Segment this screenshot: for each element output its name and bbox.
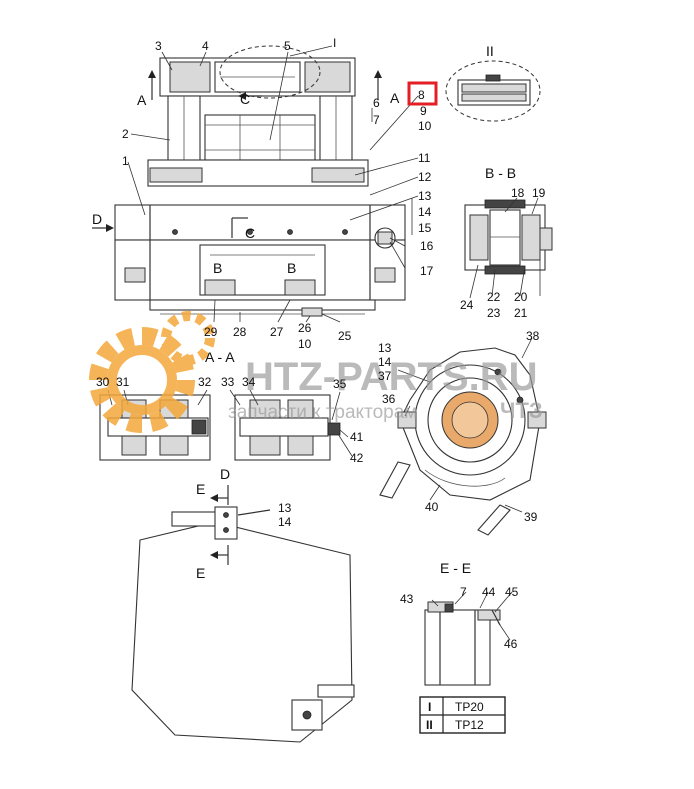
label-e-top: E bbox=[196, 481, 205, 497]
label-a-left: A bbox=[137, 92, 147, 108]
callout-14b: 14 bbox=[378, 355, 392, 369]
callout-29: 29 bbox=[204, 325, 218, 339]
callout-40: 40 bbox=[425, 500, 439, 514]
callout-i: I bbox=[333, 36, 336, 50]
callout-21: 21 bbox=[514, 306, 528, 320]
callout-25: 25 bbox=[338, 329, 352, 343]
callout-3: 3 bbox=[155, 39, 162, 53]
gear-icon bbox=[89, 311, 215, 433]
callout-11: 11 bbox=[418, 151, 431, 165]
label-view-ii: II bbox=[486, 43, 494, 59]
section-labels: A A C C D B B II B - B A - A D E E E - E bbox=[92, 43, 516, 581]
callout-39: 39 bbox=[524, 510, 538, 524]
callout-13c: 13 bbox=[278, 501, 292, 515]
callout-35: 35 bbox=[333, 377, 347, 391]
watermark-brand: HTZ-PARTS.RU bbox=[245, 355, 538, 399]
callout-37: 37 bbox=[378, 369, 392, 383]
leader-lines-disc bbox=[397, 337, 533, 513]
callout-28: 28 bbox=[233, 325, 247, 339]
callout-30: 30 bbox=[96, 375, 110, 389]
leader-lines-bb bbox=[469, 197, 541, 299]
callout-9: 9 bbox=[420, 104, 427, 118]
section-markers-main bbox=[92, 70, 382, 238]
arrow-e-bottom bbox=[210, 551, 218, 559]
callout-27: 27 bbox=[270, 325, 284, 339]
callout-8: 8 bbox=[418, 88, 425, 102]
callout-24: 24 bbox=[460, 298, 474, 312]
label-c-top: C bbox=[240, 91, 250, 107]
label-d-bottom: D bbox=[220, 466, 230, 482]
watermark-suffix: ЧТЗ bbox=[500, 398, 543, 423]
callout-14: 14 bbox=[418, 205, 432, 219]
callout-18: 18 bbox=[511, 186, 525, 200]
label-section-bb: B - B bbox=[485, 165, 516, 181]
callout-43: 43 bbox=[400, 592, 414, 606]
callout-12: 12 bbox=[418, 170, 432, 184]
leader-lines-main bbox=[127, 45, 419, 323]
callout-45: 45 bbox=[505, 585, 519, 599]
label-d-left: D bbox=[92, 211, 102, 227]
tank-outline-drawing bbox=[131, 506, 355, 743]
label-b-left: B bbox=[213, 260, 222, 276]
callout-10: 10 bbox=[418, 119, 432, 133]
legend-mark-row2: II bbox=[426, 718, 433, 732]
callout-41: 41 bbox=[350, 430, 364, 444]
section-ee-drawing bbox=[424, 601, 501, 686]
callout-38: 38 bbox=[526, 329, 540, 343]
callout-33: 33 bbox=[221, 375, 235, 389]
callout-14c: 14 bbox=[278, 515, 292, 529]
disc-view-drawing bbox=[379, 347, 547, 536]
callout-13b: 13 bbox=[378, 341, 392, 355]
callout-2: 2 bbox=[122, 127, 129, 141]
leader-lines-ee bbox=[431, 591, 513, 641]
callout-13: 13 bbox=[418, 189, 432, 203]
highlight-box bbox=[407, 81, 438, 106]
section-bb-drawing bbox=[464, 199, 553, 275]
callout-6: 6 bbox=[373, 96, 380, 110]
callout-32: 32 bbox=[198, 375, 212, 389]
legend-value-row2: TP12 bbox=[455, 718, 484, 732]
callout-22: 22 bbox=[487, 290, 501, 304]
callout-7: 7 bbox=[373, 113, 380, 127]
watermark: HTZ-PARTS.RU запчасти к тракторам ЧТЗ bbox=[89, 311, 543, 433]
callout-15: 15 bbox=[418, 221, 432, 235]
label-e-bottom: E bbox=[196, 565, 205, 581]
legend-value-row1: TP20 bbox=[455, 700, 484, 714]
callout-23: 23 bbox=[487, 306, 501, 320]
label-c-mid: C bbox=[245, 225, 255, 241]
view-ii-drawing bbox=[445, 60, 541, 122]
leader-lines-aa bbox=[107, 389, 353, 457]
callout-19: 19 bbox=[532, 186, 546, 200]
callout-31: 31 bbox=[116, 375, 130, 389]
callout-17: 17 bbox=[420, 264, 434, 278]
legend-mark-row1: I bbox=[428, 700, 431, 714]
callout-5: 5 bbox=[284, 39, 291, 53]
label-b-right: B bbox=[287, 260, 296, 276]
label-a-right: A bbox=[390, 90, 400, 106]
callout-7b: 7 bbox=[460, 585, 467, 599]
callout-10b: 10 bbox=[298, 337, 312, 351]
callout-42: 42 bbox=[350, 451, 364, 465]
callout-44: 44 bbox=[482, 585, 496, 599]
callout-46: 46 bbox=[504, 637, 518, 651]
callout-34: 34 bbox=[242, 375, 256, 389]
callout-36: 36 bbox=[382, 392, 396, 406]
callout-numbers: 3 4 5 I 2 1 6 7 8 9 10 11 12 13 14 15 16… bbox=[96, 36, 546, 651]
arrow-e-top bbox=[210, 494, 218, 502]
legend-table: I TP20 II TP12 bbox=[419, 696, 506, 734]
callout-4: 4 bbox=[202, 39, 209, 53]
watermark-tagline: запчасти к тракторам bbox=[228, 402, 417, 423]
callout-1: 1 bbox=[122, 154, 129, 168]
callout-26: 26 bbox=[298, 321, 312, 335]
main-assembly-drawing bbox=[114, 45, 406, 317]
label-section-ee: E - E bbox=[440, 560, 471, 576]
callout-16: 16 bbox=[420, 239, 434, 253]
callout-20: 20 bbox=[514, 290, 528, 304]
label-section-aa: A - A bbox=[205, 349, 235, 365]
